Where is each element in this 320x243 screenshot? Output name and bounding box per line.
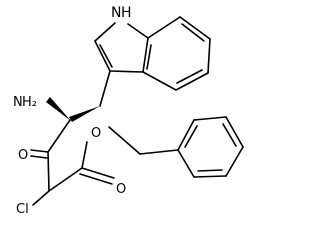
bond-ester-carbonyl-o-double: [79, 173, 113, 185]
bond-c7-c6-double: [181, 23, 205, 42]
bond-ph-2-3: [193, 116, 227, 121]
pyrrole-ring: [94, 22, 149, 73]
indole-nh-label: N H: [111, 5, 132, 21]
atom-carbonyl-o: O: [116, 182, 126, 197]
bond-c2-c3-double: [99, 44, 113, 68]
bond-c7a-c7: [147, 16, 181, 39]
bond-c3a-c7a: [142, 37, 149, 73]
atom-amine-h2: H₂: [22, 95, 37, 110]
bond-ketone-chcl: [47, 151, 50, 192]
atom-nh-n: N: [111, 5, 121, 21]
bond-chcl-ester: [48, 167, 83, 192]
bond-n1-c2: [94, 22, 116, 42]
bond-ph-3-4: [225, 116, 244, 148]
bond-ph-1-2-double: [184, 125, 198, 148]
atom-ketone-o: O: [18, 148, 28, 163]
bond-chcl-cl: [32, 190, 50, 206]
bond-ph-4-5: [225, 146, 244, 177]
bond-ester-carbonyl-o: [81, 167, 115, 179]
bond-ketone-o-double: [30, 155, 48, 159]
chemical-structure-diagram: N H: [13, 5, 244, 217]
bond-c5-c4-double: [176, 69, 203, 84]
indole-benzene-ring: [142, 16, 211, 91]
atom-ester-o: O: [91, 126, 101, 141]
bond-c3a-c7a-double: [146, 44, 152, 70]
bond-c7-c6: [179, 16, 211, 40]
atom-amine-n: N: [13, 95, 23, 110]
bond-o-benzyl-ch2: [108, 126, 141, 155]
bond-ester-o: [81, 141, 88, 169]
bond-chiral-nh2-wedge: [46, 97, 71, 121]
atom-nh-h: H: [121, 5, 132, 21]
bond-ketone-o: [30, 149, 49, 153]
bond-c5-c4: [175, 72, 209, 91]
phenyl-ring: [177, 116, 244, 178]
bond-ph-5-6: [193, 175, 227, 178]
bond-ph-1-2: [177, 119, 195, 151]
side-chain: [30, 70, 179, 206]
bond-c2-c3: [94, 40, 111, 72]
bond-ch2-phenyl: [139, 149, 179, 155]
bond-ph-5-6-double: [197, 169, 223, 172]
bond-c4-c3a: [142, 71, 177, 91]
bond-c6-c5: [207, 38, 211, 74]
bond-ph-3-4-double: [222, 123, 237, 147]
bond-ch2-chiral-wedge: [69, 106, 100, 122]
bond-c7a-n1: [127, 23, 149, 39]
bond-c3-ch2: [99, 70, 111, 107]
bond-c3-c3a: [109, 70, 144, 73]
bond-chiral-ketone: [47, 119, 71, 153]
bond-ph-6-1: [177, 149, 195, 178]
atom-chlorine: Cl: [16, 202, 29, 217]
